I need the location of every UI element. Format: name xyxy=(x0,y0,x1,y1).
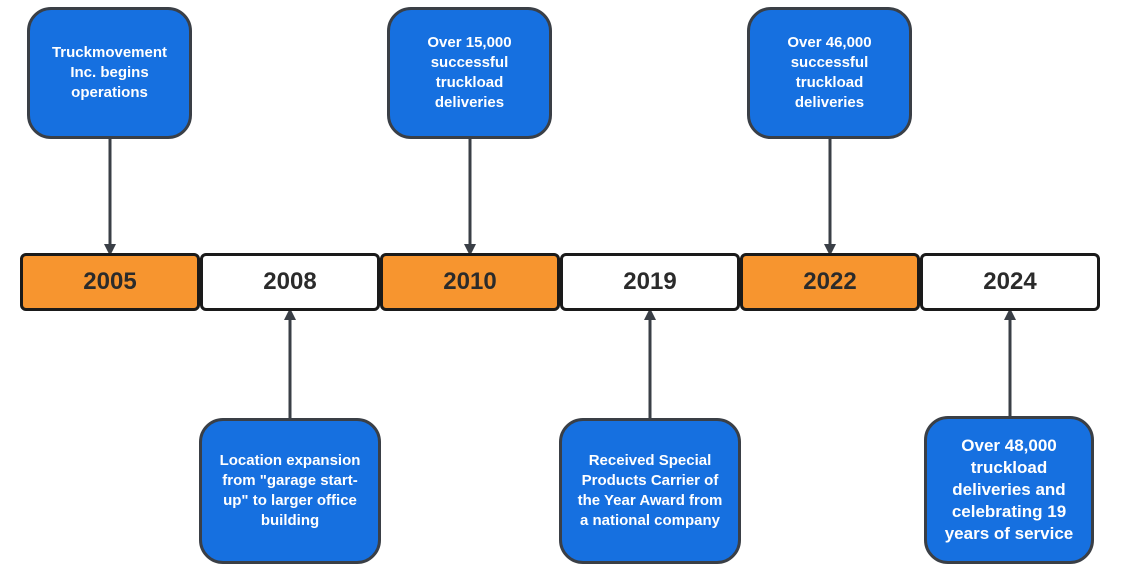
year-box-2024: 2024 xyxy=(920,253,1100,311)
year-box-2005: 2005 xyxy=(20,253,200,311)
event-box-2024: Over 48,000 truckload deliveries and cel… xyxy=(924,416,1094,564)
event-box-2008: Location expansion from "garage start-up… xyxy=(199,418,381,564)
year-box-2019: 2019 xyxy=(560,253,740,311)
event-box-2022: Over 46,000 successful truckload deliver… xyxy=(747,7,912,139)
event-box-2019: Received Special Products Carrier of the… xyxy=(559,418,741,564)
year-box-2008: 2008 xyxy=(200,253,380,311)
event-box-2005: Truckmovement Inc. begins operations xyxy=(27,7,192,139)
year-box-2022: 2022 xyxy=(740,253,920,311)
year-box-2010: 2010 xyxy=(380,253,560,311)
event-box-2010: Over 15,000 successful truckload deliver… xyxy=(387,7,552,139)
